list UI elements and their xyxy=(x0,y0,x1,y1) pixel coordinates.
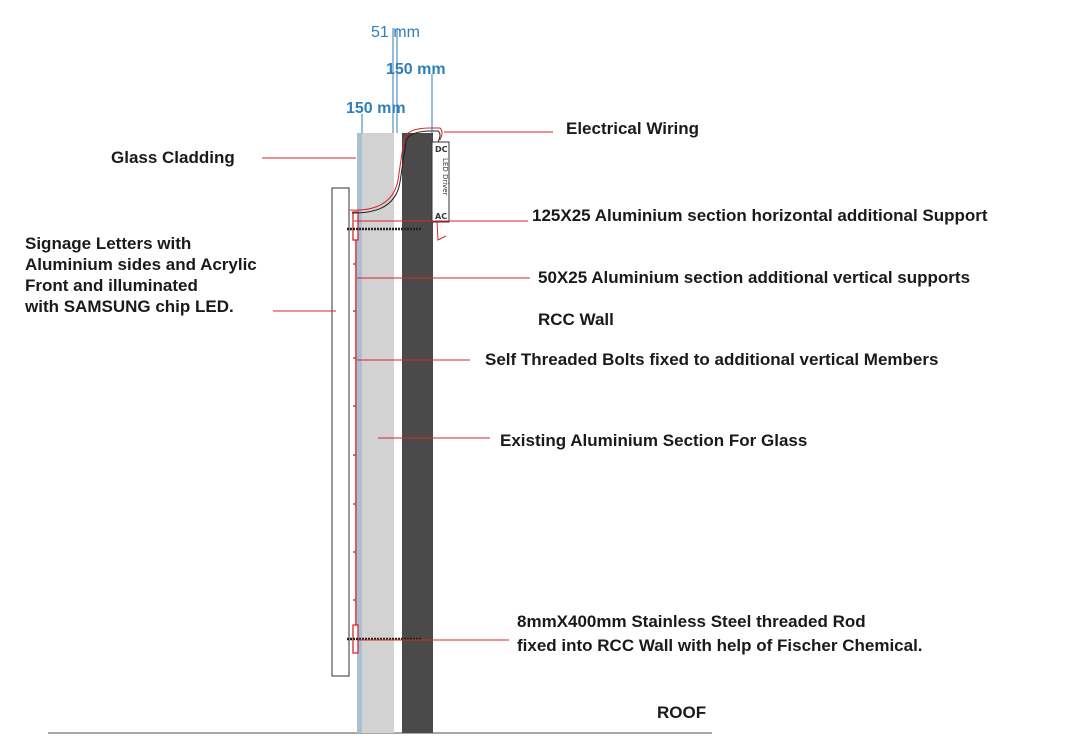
label-rod-1: 8mmX400mm Stainless Steel threaded Rod xyxy=(517,612,866,631)
wiring-red xyxy=(349,127,443,211)
label-rod-2: fixed into RCC Wall with help of Fischer… xyxy=(517,636,923,655)
rcc-wall xyxy=(402,133,433,733)
leader-lines xyxy=(262,131,553,641)
label-roof: ROOF xyxy=(657,703,706,722)
label-signage-2: Aluminium sides and Acrylic xyxy=(25,255,257,274)
label-glass-cladding: Glass Cladding xyxy=(111,148,235,167)
signage-letter-box xyxy=(331,187,350,677)
label-existing-section: Existing Aluminium Section For Glass xyxy=(500,431,807,450)
horizontal-support-top xyxy=(352,211,359,241)
wiring-dark xyxy=(351,130,441,214)
dimension-lines xyxy=(361,28,433,133)
dim-150-left: 150 mm xyxy=(346,100,406,117)
label-horizontal-support: 125X25 Aluminium section horizontal addi… xyxy=(532,206,988,225)
existing-aluminium-section xyxy=(362,133,394,733)
label-signage-3: Front and illuminated xyxy=(25,276,198,295)
glass-cladding xyxy=(357,133,362,733)
led-driver xyxy=(431,141,450,223)
dim-51: 51 mm xyxy=(371,24,420,41)
label-vertical-supports: 50X25 Aluminium section additional verti… xyxy=(538,268,970,287)
wiring-ac-out xyxy=(436,221,447,241)
dim-150-right: 150 mm xyxy=(386,61,446,78)
led-driver-ac: AC xyxy=(435,212,447,221)
label-self-threaded-bolts: Self Threaded Bolts fixed to additional … xyxy=(485,350,938,369)
led-driver-dc: DC xyxy=(435,145,448,154)
label-signage-1: Signage Letters with xyxy=(25,234,191,253)
led-driver-title: LED Driver xyxy=(441,158,449,196)
label-signage-4: with SAMSUNG chip LED. xyxy=(24,297,234,316)
label-electrical-wiring: Electrical Wiring xyxy=(566,119,699,138)
label-rcc-wall: RCC Wall xyxy=(538,310,614,329)
